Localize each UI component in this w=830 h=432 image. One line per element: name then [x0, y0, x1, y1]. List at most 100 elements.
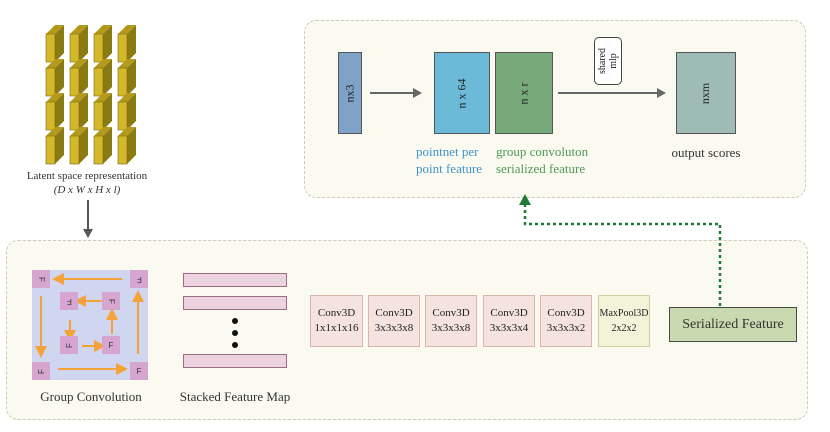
cube-block-side	[55, 127, 64, 164]
cube-block-front	[117, 67, 128, 97]
cell-letter: F	[136, 366, 142, 376]
group-conv-arrows	[35, 273, 144, 375]
conv-block-size: 3x3x3x8	[431, 322, 471, 334]
stacked-feature-caption: Stacked Feature Map	[179, 389, 291, 404]
conv-block-size: 1x1x1x16	[314, 322, 359, 334]
cube-block-front	[45, 135, 56, 165]
group-conv-grid	[32, 270, 148, 380]
cell-letter: F	[108, 340, 114, 350]
cube-block-side	[127, 59, 136, 96]
cube-block-side	[55, 93, 64, 130]
cube-block-top	[94, 25, 112, 34]
cube-block-front	[69, 33, 80, 63]
conv3d-block-2: Conv3D 3x3x3x8	[368, 295, 420, 347]
cube-block-top	[70, 25, 88, 34]
cube-block-front	[69, 67, 80, 97]
pointnet-feature-box: n x 64	[434, 52, 490, 134]
cube-block-front	[69, 135, 80, 165]
cube-block-top	[46, 127, 64, 136]
cube-block-top	[94, 127, 112, 136]
maxpool3d-block: MaxPool3D 2x2x2	[598, 295, 650, 347]
conv3d-block-3: Conv3D 3x3x3x8	[425, 295, 477, 347]
cube-block-side	[127, 25, 136, 62]
cube-block-side	[79, 25, 88, 62]
pointnet-caption: pointnet per point feature	[416, 144, 483, 176]
feature-map-bar	[183, 354, 287, 368]
cube-block-side	[103, 93, 112, 130]
conv3d-block-1: Conv3D 1x1x1x16	[310, 295, 363, 347]
shared-mlp-label: shared mlp	[597, 47, 620, 75]
feature-to-output-arrow	[558, 88, 666, 98]
cell-letter: F	[36, 276, 46, 282]
cube-block-top	[118, 127, 136, 136]
latent-space-dims: (D x W x H x l)	[53, 184, 121, 196]
conv-block-size: 3x3x3x8	[374, 322, 414, 334]
group-conv-cell: F	[32, 270, 50, 288]
cube-block-front	[45, 33, 56, 63]
input-box: nx3	[338, 52, 362, 134]
cube-block-front	[93, 33, 104, 63]
cube-block-front	[93, 135, 104, 165]
group-caption: group convoluton serialized feature	[496, 144, 589, 176]
group-conv-cell: F	[60, 292, 78, 310]
cube-block-side	[55, 59, 64, 96]
group-feature-label: n x r	[516, 82, 531, 104]
group-conv-cell: F	[32, 362, 50, 380]
cube-block-front	[117, 135, 128, 165]
conv-block-size: 2x2x2	[611, 323, 637, 334]
group-feature-box: n x r	[495, 52, 553, 134]
group-conv-cell: F	[130, 362, 148, 380]
serialized-to-pipeline-connector	[519, 194, 722, 306]
serialized-feature-box: Serialized Feature	[669, 307, 797, 342]
conv3d-block-4: Conv3D 3x3x3x4	[483, 295, 535, 347]
cube-block-front	[45, 101, 56, 131]
cell-letter: F	[66, 296, 72, 306]
cube-block-front	[117, 101, 128, 131]
cube-block-top	[46, 93, 64, 102]
cube-block-top	[46, 59, 64, 68]
cube-block-front	[93, 101, 104, 131]
cube-block-front	[45, 67, 56, 97]
input-box-label: nx3	[342, 84, 357, 102]
cube-block-top	[94, 59, 112, 68]
cube-block-top	[70, 59, 88, 68]
cube-block-top	[94, 93, 112, 102]
cube-block-side	[79, 59, 88, 96]
feature-map-bar	[183, 296, 287, 310]
conv-block-name: Conv3D	[547, 307, 585, 319]
cube-block-front	[117, 33, 128, 63]
shared-mlp-box: shared mlp	[594, 37, 622, 85]
cube-block-top	[46, 25, 64, 34]
cell-letter: F	[136, 274, 142, 284]
group-conv-cell: F	[60, 336, 78, 354]
pointnet-feature-label: n x 64	[454, 78, 469, 108]
cube-block-side	[127, 127, 136, 164]
conv-block-name: MaxPool3D	[599, 308, 649, 319]
latent-down-arrow	[83, 200, 93, 238]
conv-block-name: Conv3D	[490, 307, 528, 319]
output-scores-box: nxm	[676, 52, 736, 134]
group-conv-caption: Group Convolution	[40, 389, 142, 404]
latent-space-title: Latent space representation	[26, 170, 148, 182]
group-conv-cell: F	[102, 336, 120, 354]
cube-block-side	[103, 127, 112, 164]
conv-block-size: 3x3x3x4	[489, 322, 529, 334]
conv-block-size: 3x3x3x2	[546, 322, 586, 334]
conv3d-block-5: Conv3D 3x3x3x2	[540, 295, 592, 347]
cell-letter: F	[64, 342, 74, 348]
cell-letter: F	[106, 298, 116, 304]
cube-block-top	[118, 25, 136, 34]
cube-block-side	[103, 59, 112, 96]
input-to-pointnet-arrow	[370, 88, 422, 98]
cube-block-side	[127, 93, 136, 130]
serialized-feature-label: Serialized Feature	[682, 316, 784, 332]
conv-block-name: Conv3D	[375, 307, 413, 319]
cube-block-side	[79, 127, 88, 164]
output-caption: output scores	[671, 145, 741, 160]
cube-block-top	[118, 59, 136, 68]
conv-block-name: Conv3D	[317, 307, 356, 319]
cube-block-side	[79, 93, 88, 130]
cube-block-front	[69, 101, 80, 131]
output-scores-label: nxm	[698, 82, 713, 104]
feature-map-bar	[183, 273, 287, 287]
